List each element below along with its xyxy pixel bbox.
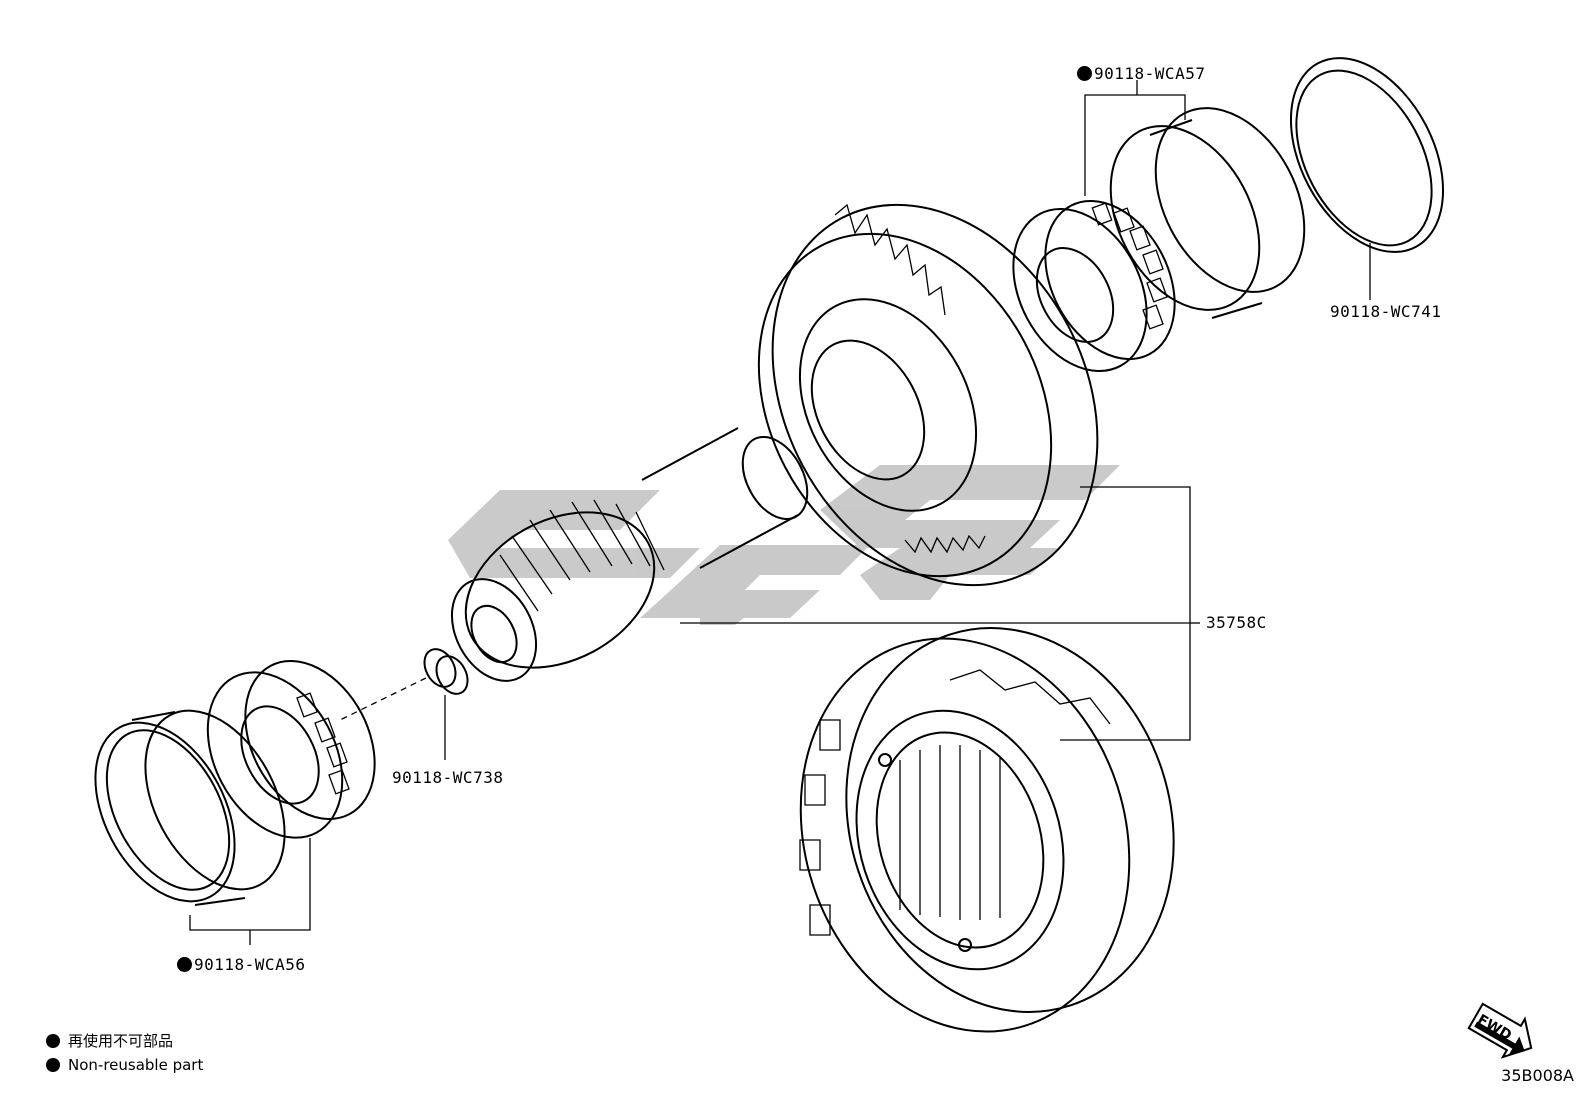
figure-code: 35B008A	[1501, 1066, 1574, 1085]
ring-top-part	[1289, 57, 1445, 300]
callout-lines	[189, 80, 1200, 945]
bushing-part	[339, 648, 469, 760]
non-reusable-dot-icon	[177, 957, 192, 972]
part-label-90118-WCA56: 90118-WCA56	[177, 955, 305, 974]
clutch-gear	[799, 627, 1175, 1033]
watermark-logo	[448, 465, 1120, 625]
bearing-top-cone	[1012, 199, 1176, 372]
bearing-bottom-cup	[94, 709, 286, 906]
legend-japanese: 再使用不可部品	[46, 1030, 173, 1051]
part-label-35758C: 35758C	[1206, 613, 1267, 632]
bearing-bottom-cone	[206, 659, 376, 839]
part-label-90118-WCA57: 90118-WCA57	[1077, 64, 1205, 83]
part-label-90118-WC741: 90118-WC741	[1330, 302, 1442, 321]
pinion-shaft	[450, 427, 809, 682]
legend-dot-icon	[46, 1058, 60, 1072]
fwd-arrow-icon: FWD	[1467, 1002, 1533, 1059]
bearing-top-cup	[1109, 107, 1306, 319]
large-driven-gear	[757, 203, 1099, 587]
legend-dot-icon	[46, 1034, 60, 1048]
part-label-90118-WC738: 90118-WC738	[392, 768, 504, 787]
non-reusable-dot-icon	[1077, 66, 1092, 81]
legend-english: Non-reusable part	[46, 1056, 203, 1074]
